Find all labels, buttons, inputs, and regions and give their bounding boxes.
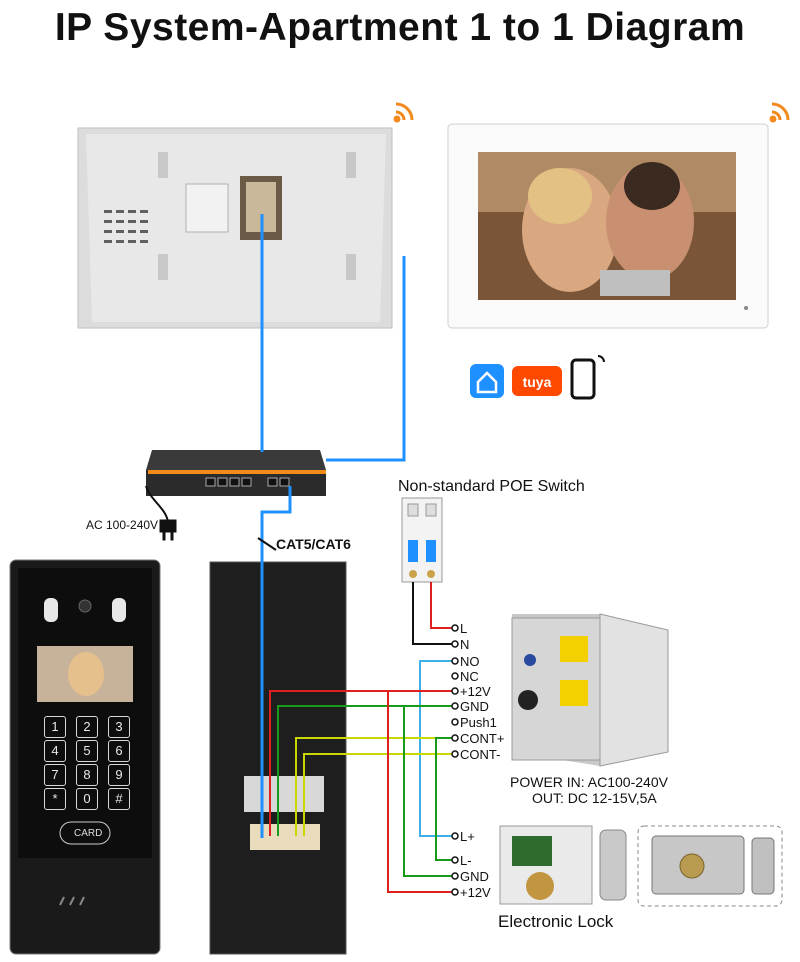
key-9[interactable]: 9 (108, 764, 130, 786)
key-star[interactable]: * (44, 788, 66, 810)
terminal-l: L (460, 621, 468, 636)
monitor-front (447, 123, 769, 329)
lock-label: Electronic Lock (498, 912, 614, 931)
lock-board (499, 825, 627, 905)
key-7[interactable]: 7 (44, 764, 66, 786)
terminal-push1: Push1 (460, 715, 497, 730)
terminal-markers (451, 624, 459, 896)
tuya-icon: tuya (512, 366, 562, 396)
cable-marker (257, 537, 277, 551)
terminal-nc: NC (460, 669, 479, 684)
power-out-label: OUT: DC 12-15V,5A (532, 790, 657, 806)
cable-label: CAT5/CAT6 (276, 536, 351, 552)
power-supply (511, 613, 669, 767)
card-reader-label: CARD (74, 828, 103, 839)
key-3[interactable]: 3 (108, 716, 130, 738)
terminal-lock-gnd: GND (460, 869, 489, 884)
terminal-cont-minus: CONT- (460, 747, 501, 762)
terminal-lock-12v: +12V (460, 885, 491, 900)
wifi-icon (393, 102, 414, 123)
poe-switch-label: Non-standard POE Switch (398, 478, 585, 495)
mains-wiring (412, 582, 452, 645)
poe-switch (146, 450, 326, 496)
terminal-lock-minus: L- (460, 853, 472, 868)
terminal-n: N (460, 637, 470, 652)
key-8[interactable]: 8 (76, 764, 98, 786)
power-plug-icon (145, 485, 177, 541)
smart-home-icon (470, 364, 504, 398)
terminal-gnd: GND (460, 699, 489, 714)
key-5[interactable]: 5 (76, 740, 98, 762)
terminal-cont-plus: CONT+ (460, 731, 505, 746)
terminal-no: NO (460, 654, 480, 669)
terminal-lock-plus: L+ (460, 829, 475, 844)
ac-input-label: AC 100-240V (86, 518, 159, 532)
key-2[interactable]: 2 (76, 716, 98, 738)
network-cable (260, 214, 406, 838)
page-title: IP System-Apartment 1 to 1 Diagram (54, 6, 746, 49)
key-hash[interactable]: # (108, 788, 130, 810)
monitor-back (77, 127, 393, 329)
electronic-lock (637, 825, 783, 907)
key-4[interactable]: 4 (44, 740, 66, 762)
key-0[interactable]: 0 (76, 788, 98, 810)
smartphone-icon (570, 355, 605, 400)
circuit-breaker (401, 497, 443, 583)
wifi-icon (769, 102, 790, 123)
control-wiring (269, 660, 452, 893)
key-1[interactable]: 1 (44, 716, 66, 738)
tuya-label: tuya (523, 374, 552, 390)
terminal-12v: +12V (460, 684, 491, 699)
key-6[interactable]: 6 (108, 740, 130, 762)
power-in-label: POWER IN: AC100-240V (510, 774, 668, 790)
